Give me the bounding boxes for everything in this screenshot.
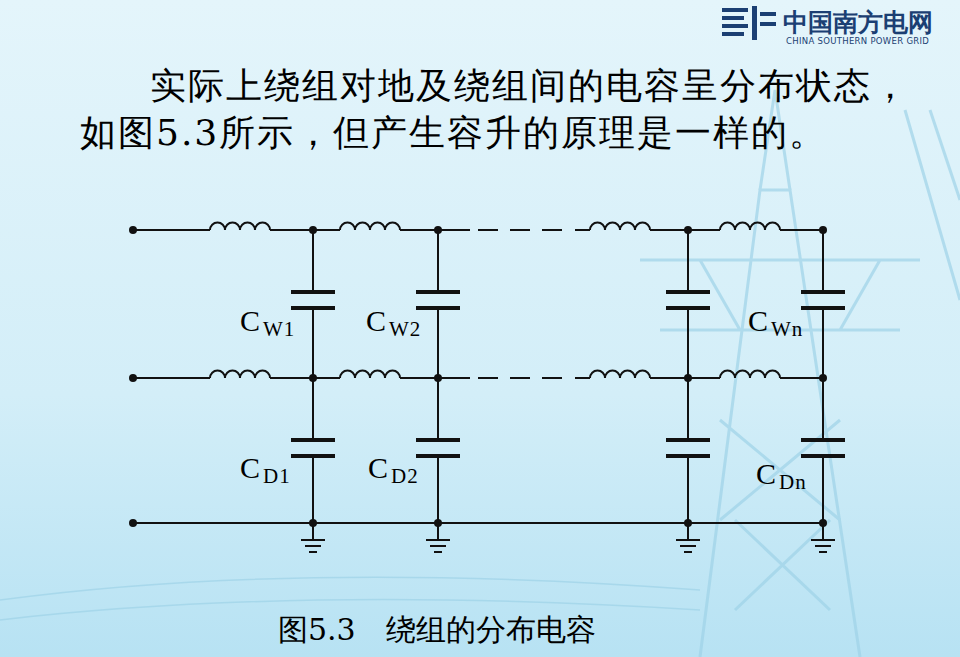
capacitor-label: CD2 (368, 452, 419, 487)
wire (313, 230, 823, 540)
capacitor-label: CW1 (240, 305, 295, 340)
capacitor-symbol (291, 292, 845, 456)
logo-subtext: CHINA SOUTHERN POWER GRID (786, 36, 929, 46)
logo-text: 中国南方电网 (783, 6, 933, 39)
inductor-symbol (720, 371, 780, 379)
inductor-symbol (340, 371, 400, 379)
body-text: 实际上绕组对地及绕组间的电容呈分布状态，如图5.3所示，但产生容升的原理是一样的… (80, 62, 930, 156)
capacitor-label: CWn (748, 305, 803, 340)
inductor-symbol (340, 223, 400, 230)
wire-dashed (478, 229, 568, 231)
inductor-symbol (720, 223, 780, 230)
figure-caption: 图5.3 绕组的分布电容 (278, 610, 596, 651)
ground-wire (133, 522, 823, 524)
capacitor-label: CD1 (240, 452, 291, 487)
capacitor-label: CW2 (366, 305, 421, 340)
junction-dot (129, 226, 827, 527)
capacitor-label: CDn (756, 458, 807, 493)
inductor-symbol (210, 223, 270, 230)
inductor-symbol (210, 371, 270, 379)
circuit (133, 223, 845, 553)
inductor-symbol (590, 223, 650, 230)
inductor-symbol (590, 371, 650, 379)
logo-mark (722, 6, 776, 40)
ground-symbol (301, 540, 835, 552)
wire-dashed (478, 377, 568, 379)
tower-watermark (0, 90, 960, 657)
